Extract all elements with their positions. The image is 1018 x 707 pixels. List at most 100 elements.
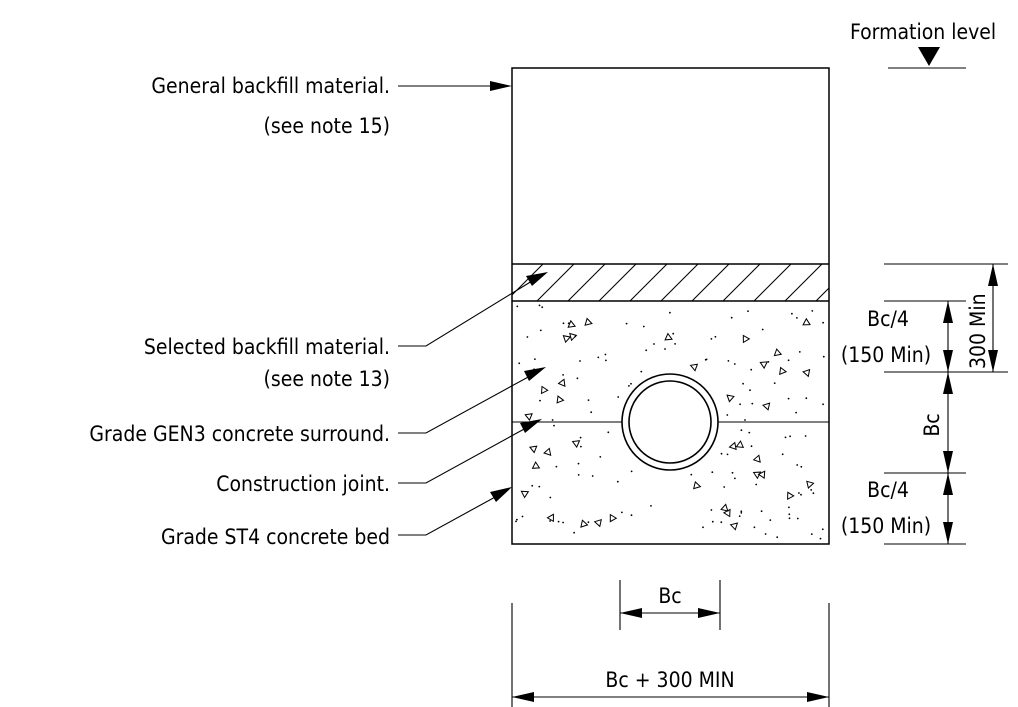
dim-bc-arrow-right [698,608,720,618]
dim-trench-arrow-left [512,692,534,702]
concrete-aggregate-dot [628,385,630,387]
concrete-aggregate-dot [549,496,552,499]
concrete-aggregate-dot [604,353,607,356]
concrete-aggregate-dot [531,484,534,487]
hatch-line [784,263,823,302]
formation-level-marker-icon [918,47,940,66]
concrete-aggregate-dot [791,312,793,315]
concrete-aggregate-stone [729,522,739,531]
concrete-aggregate-dot [788,517,791,520]
concrete-aggregate-dot [553,424,555,427]
general-backfill-label: General backfill material. [151,74,390,98]
concrete-aggregate-dot [710,338,713,340]
concrete-aggregate-dot [538,485,541,488]
concrete-aggregate-dot [711,471,714,474]
concrete-aggregate-stone [720,503,729,512]
concrete-aggregate-dot [787,397,790,400]
concrete-aggregate-dot [784,436,787,439]
concrete-aggregate-dot [562,322,565,325]
concrete-aggregate-dot [733,363,736,365]
concrete-aggregate-stone [580,519,589,528]
concrete-aggregate-stone [584,317,593,326]
concrete-aggregate-dot [744,419,746,421]
concrete-aggregate-stone [802,317,811,326]
concrete-aggregate-dot [810,533,813,535]
hatch-line [753,263,792,302]
concrete-aggregate-dot [557,520,560,523]
selected-backfill-hatch [511,263,830,302]
concrete-aggregate-dot [587,521,590,524]
concrete-aggregate-dot [760,510,763,513]
concrete-aggregate-stone [757,470,766,479]
concrete-bed-leader [398,495,498,536]
concrete-aggregate-dot [630,470,633,473]
concrete-surround-label: Grade GEN3 concrete surround. [89,422,390,446]
concrete-aggregate-dot [562,374,564,376]
concrete-aggregate-dot [740,510,743,513]
concrete-bed-arrowhead [490,487,512,502]
concrete-aggregate-stone [528,445,538,454]
concrete-aggregate-dot [587,399,590,401]
concrete-aggregate-dot [674,343,676,345]
concrete-aggregate-dot [740,512,743,514]
concrete-aggregate-dot [711,520,714,523]
concrete-aggregate-dot [731,471,734,474]
concrete-aggregate-dot [751,402,754,405]
concrete-aggregate-dot [562,521,564,524]
pipe-inner-wall [628,380,712,464]
concrete-aggregate-dot [811,310,814,312]
concrete-aggregate-stone [543,447,552,456]
concrete-aggregate-dot [669,311,671,314]
concrete-aggregate-dot [750,368,753,371]
concrete-aggregate-stone [722,508,731,518]
construction-joint-leader [398,427,527,484]
concrete-aggregate-stone [779,366,788,376]
concrete-aggregate-dot [573,531,575,534]
dim-bc4-bottom-arrow-down [943,522,953,544]
concrete-aggregate-stone [557,378,566,387]
concrete-aggregate-dot [539,399,541,402]
concrete-aggregate-dot [664,348,666,350]
concrete-aggregate-dot [798,492,800,494]
dim-bc4-top-arrow-up [943,301,953,323]
concrete-aggregate-dot [516,305,519,308]
concrete-aggregate-dot [516,518,518,521]
dim-bc4-top-arrow-down [943,350,953,372]
dim-150-min-bottom-label: (150 Min) [841,514,931,538]
concrete-aggregate-stone [609,513,618,523]
concrete-aggregate-dot [576,377,579,380]
concrete-aggregate-dot [526,336,529,338]
dim-300-arrow-top [988,264,998,286]
concrete-aggregate-dot [726,414,729,416]
concrete-aggregate-dot [625,322,628,325]
hatch-line [536,263,575,302]
concrete-surround-leader [398,375,531,434]
general-backfill-arrowhead [490,81,512,91]
concrete-aggregate-dot [577,462,580,465]
concrete-aggregate-stone [562,335,572,344]
concrete-aggregate-dot [541,306,544,309]
concrete-aggregate-dot [764,533,767,535]
concrete-aggregate-dot [804,435,807,437]
dim-300-arrow-bottom [988,350,998,372]
concrete-aggregate-dot [579,360,581,362]
concrete-aggregate-stone [593,518,602,528]
concrete-aggregate-stone [531,461,541,469]
concrete-aggregate-dot [720,452,723,455]
concrete-aggregate-dot [645,349,648,352]
concrete-aggregate-stone [524,413,533,422]
construction-joint-label: Construction joint. [216,472,390,496]
concrete-aggregate-dot [702,526,704,529]
concrete-aggregate-dot [640,370,643,373]
concrete-aggregate-dot [534,358,536,360]
concrete-aggregate-dot [549,520,551,522]
concrete-aggregate-dot [739,403,741,406]
concrete-aggregate-dot [773,382,776,384]
concrete-aggregate-dot [672,332,675,335]
concrete-aggregate-dot [723,486,726,488]
concrete-aggregate-dot [740,429,743,432]
dim-bc-vertical-label: Bc [920,413,944,436]
concrete-aggregate-dot [810,489,813,491]
concrete-aggregate-stone [520,490,530,499]
